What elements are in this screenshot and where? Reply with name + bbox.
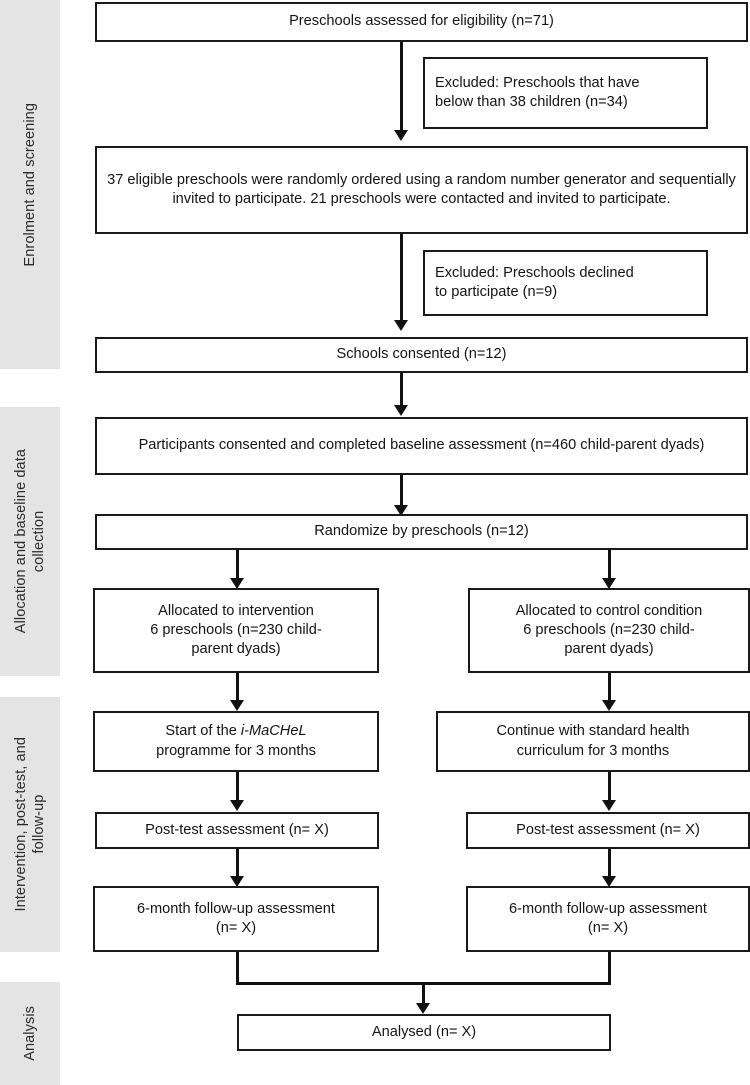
connector-intervention-to-programme — [236, 673, 239, 706]
node-excluded-small-preschools-line2: below than 38 children (n=34) — [435, 94, 628, 110]
node-continue-standard-curriculum-line1: Continue with standard health — [496, 723, 690, 740]
node-randomize-text: Randomize by preschools (n=12) — [314, 523, 529, 540]
node-allocated-intervention-line1: Allocated to intervention — [158, 602, 314, 619]
node-start-programme: Start of the i-MaCHeL programme for 3 mo… — [93, 711, 379, 772]
phase-band-enrolment-label: Enrolment and screening — [21, 102, 38, 267]
arrowhead-posttest-to-followup-left — [230, 876, 244, 887]
node-assessed-for-eligibility: Preschools assessed for eligibility (n=7… — [95, 2, 748, 42]
node-followup-left-line1: 6-month follow-up assessment — [137, 900, 335, 917]
connector-posttest-to-followup-right — [608, 849, 611, 882]
node-schools-consented: Schools consented (n=12) — [95, 337, 748, 373]
node-posttest-right: Post-test assessment (n= X) — [466, 812, 750, 849]
node-allocated-control-line3: parent dyads) — [564, 641, 654, 658]
node-excluded-small-preschools-line1: Excluded: Preschools that have — [435, 74, 640, 91]
node-continue-standard-curriculum-line2: curriculum for 3 months — [516, 742, 670, 759]
phase-band-analysis-label: Analysis — [21, 1006, 38, 1061]
connector-followup-right-down — [608, 952, 611, 984]
connector-assessed-to-eligible — [400, 42, 403, 134]
node-excluded-declined-line2: to participate (n=9) — [435, 284, 558, 300]
node-analysed: Analysed (n= X) — [237, 1014, 611, 1051]
arrowhead-eligible-to-consented — [394, 320, 408, 331]
node-followup-right-line1: 6-month follow-up assessment — [509, 900, 707, 917]
node-followup-right: 6-month follow-up assessment (n= X) — [466, 886, 750, 952]
node-excluded-small-preschools: Excluded: Preschools that have below tha… — [423, 57, 708, 129]
node-start-programme-line2: programme for 3 months — [156, 742, 316, 759]
node-excluded-declined-line1: Excluded: Preschools declined — [435, 264, 634, 281]
node-allocated-intervention: Allocated to intervention 6 preschools (… — [93, 588, 379, 673]
arrowhead-intervention-to-programme — [230, 700, 244, 711]
node-posttest-right-text: Post-test assessment (n= X) — [516, 821, 700, 838]
arrowhead-assessed-to-eligible — [394, 130, 408, 141]
connector-followup-left-down — [236, 952, 239, 984]
node-followup-left-line2: (n= X) — [215, 920, 257, 936]
node-posttest-left-text: Post-test assessment (n= X) — [145, 821, 329, 838]
phase-band-intervention: Intervention, post-test, and follow-up — [0, 697, 60, 952]
node-allocated-intervention-line3: parent dyads) — [191, 641, 281, 658]
arrowhead-programme-to-posttest-left — [230, 800, 244, 811]
node-allocated-control-line1: Allocated to control condition — [515, 602, 703, 619]
arrowhead-posttest-to-followup-right — [602, 876, 616, 887]
phase-band-intervention-label: Intervention, post-test, and follow-up — [12, 737, 47, 912]
node-baseline-assessment: Participants consented and completed bas… — [95, 417, 748, 475]
node-followup-left: 6-month follow-up assessment (n= X) — [93, 886, 379, 952]
node-followup-right-line2: (n= X) — [587, 920, 629, 936]
arrowhead-merge-to-analysed — [416, 1003, 430, 1014]
connector-programme-to-posttest-left — [236, 772, 239, 805]
node-analysed-text: Analysed (n= X) — [371, 1023, 477, 1040]
connector-eligible-to-consented — [400, 234, 403, 324]
node-start-programme-emphasis: i-MaCHeL — [240, 723, 307, 740]
arrowhead-baseline-to-randomize — [394, 505, 408, 516]
arrowhead-consented-to-baseline — [394, 405, 408, 416]
connector-control-to-curriculum — [608, 673, 611, 706]
phase-band-enrolment: Enrolment and screening — [0, 0, 60, 369]
connector-randomize-to-intervention — [236, 550, 239, 584]
arrowhead-randomize-to-intervention — [230, 578, 244, 589]
node-start-programme-line1: Start of the i-MaCHeL — [165, 723, 306, 739]
node-excluded-declined: Excluded: Preschools declined to partici… — [423, 250, 708, 316]
node-posttest-left: Post-test assessment (n= X) — [95, 812, 379, 849]
node-schools-consented-text: Schools consented (n=12) — [336, 346, 507, 363]
node-randomize: Randomize by preschools (n=12) — [95, 514, 748, 550]
node-start-programme-prefix: Start of the — [165, 723, 241, 740]
arrowhead-control-to-curriculum — [602, 700, 616, 711]
connector-baseline-to-randomize — [400, 475, 403, 509]
connector-randomize-to-control — [608, 550, 611, 584]
phase-band-allocation: Allocation and baseline data collection — [0, 407, 60, 676]
node-allocated-control-line2: 6 preschools (n=230 child- — [523, 621, 695, 638]
connector-curriculum-to-posttest-right — [608, 772, 611, 805]
arrowhead-curriculum-to-posttest-right — [602, 800, 616, 811]
node-baseline-assessment-text: Participants consented and completed bas… — [138, 437, 705, 454]
node-assessed-for-eligibility-text: Preschools assessed for eligibility (n=7… — [289, 13, 554, 30]
phase-band-analysis: Analysis — [0, 982, 60, 1085]
node-continue-standard-curriculum: Continue with standard health curriculum… — [436, 711, 750, 772]
node-allocated-intervention-line2: 6 preschools (n=230 child- — [150, 621, 322, 638]
arrowhead-randomize-to-control — [602, 578, 616, 589]
phase-band-allocation-label: Allocation and baseline data collection — [12, 449, 47, 634]
connector-posttest-to-followup-left — [236, 849, 239, 882]
node-allocated-control: Allocated to control condition 6 prescho… — [468, 588, 750, 673]
connector-merge-to-analysed — [422, 982, 425, 1008]
node-eligible-randomly-ordered: 37 eligible preschools were randomly ord… — [95, 146, 748, 234]
connector-consented-to-baseline — [400, 373, 403, 409]
node-eligible-randomly-ordered-text: 37 eligible preschools were randomly ord… — [107, 171, 736, 207]
